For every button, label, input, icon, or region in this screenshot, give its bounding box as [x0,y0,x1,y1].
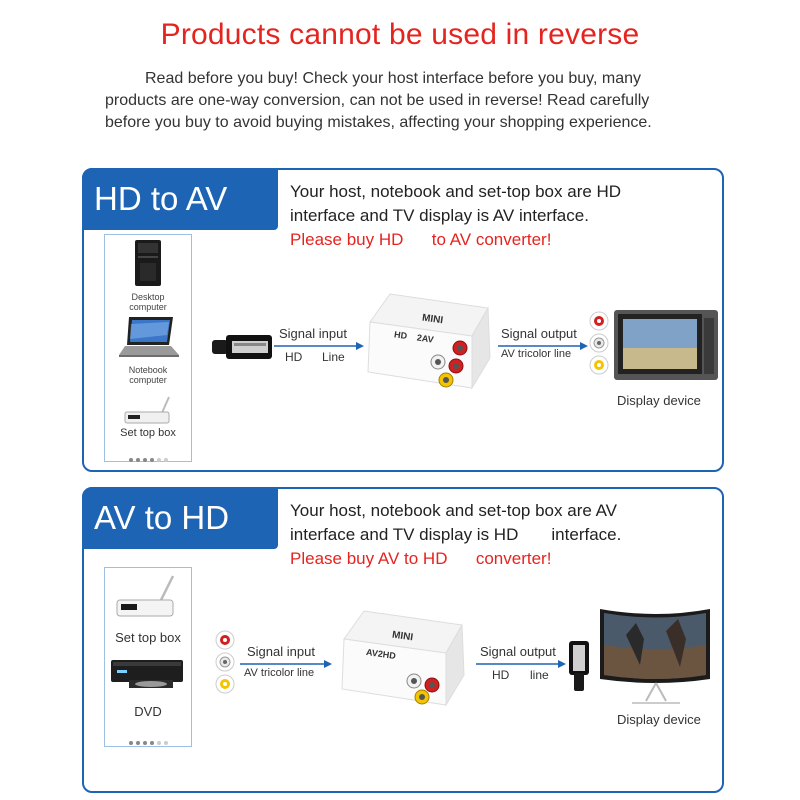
output-arrow-icon [476,660,566,668]
av-to-hd-tag: AV to HD [82,487,278,549]
signal-output-label: Signal output [501,326,577,341]
input-arrow-icon [240,660,332,668]
desktop-label-line-1: Desktop [131,292,165,302]
page-title: Products cannot be used in reverse [160,18,640,51]
intro-line-2: products are one-way conversion, can not… [105,92,650,109]
output-line-hd: HD [492,668,510,682]
set-top-box-icon [124,396,170,424]
signal-output-label: Signal output [480,644,556,659]
notebook-label-line-1: Notebook [128,365,168,375]
signal-input-label: Signal input [279,326,347,341]
rca-plugs-icon [215,630,235,694]
av-host-box: Set top box DVD [104,567,192,747]
carousel-dots [129,449,171,467]
set-top-box-label: Set top box [120,427,176,439]
intro-text: Read before you buy! Check your host int… [105,68,705,134]
notebook-label: Notebook computer [105,365,191,385]
dvd-player-icon [111,660,183,688]
set-top-box-icon [116,575,175,617]
av-to-hd-description: Your host, notebook and set-top box are … [290,499,621,571]
rca-jacks-icon [589,311,609,375]
input-line-label: Line [322,350,345,364]
dvd-label: DVD [134,704,162,719]
input-arrow-icon [274,342,364,350]
display-device-label: Display device [617,393,701,408]
output-line-label: line [530,668,549,682]
av-to-hd-panel: AV to HD Your host, notebook and set-top… [82,487,724,793]
hd-to-av-desc-line-1: Your host, notebook and set-top box are … [290,182,622,201]
input-line-hd: HD [285,350,303,364]
desktop-label: Desktop computer [105,292,191,312]
av-to-hd-buy-hint: Please buy AV to HD converter! [290,549,552,568]
hd-to-av-buy-hint: Please buy HD to AV converter! [290,230,552,249]
notebook-label-line-2: computer [129,375,167,385]
hd-host-box: Desktop computer Notebook computer Set t… [104,234,192,462]
curved-monitor-icon [600,609,710,704]
intro-line-1: Read before you buy! Check your host int… [145,70,641,87]
hd-to-av-description: Your host, notebook and set-top box are … [290,180,621,252]
desktop-label-line-2: computer [129,302,167,312]
av-to-hd-desc-line-1: Your host, notebook and set-top box are … [290,501,618,520]
hdmi-plug-icon [212,335,272,359]
display-device-label: Display device [617,712,701,727]
signal-input-label: Signal input [247,644,315,659]
input-line-label: AV tricolor line [244,667,315,679]
output-line-label: AV tricolor line [501,348,572,360]
hdmi-plug-icon [569,641,589,691]
av-to-hd-converter-icon [341,610,465,707]
av-to-hd-desc-line-2: interface and TV display is HD interface… [290,525,622,544]
desktop-computer-icon [135,240,161,286]
notebook-computer-icon [119,317,179,357]
av-set-top-box-label: Set top box [115,630,181,645]
carousel-dots [129,732,171,750]
crt-tv-icon [614,310,718,380]
hd-to-av-converter-icon [367,293,491,390]
hd-to-av-panel: HD to AV Your host, notebook and set-top… [82,168,724,472]
output-arrow-icon [498,342,588,350]
hd-to-av-desc-line-2: interface and TV display is AV interface… [290,206,589,225]
intro-line-3: before you buy to avoid buying mistakes,… [105,114,652,131]
hd-to-av-tag: HD to AV [82,168,278,230]
